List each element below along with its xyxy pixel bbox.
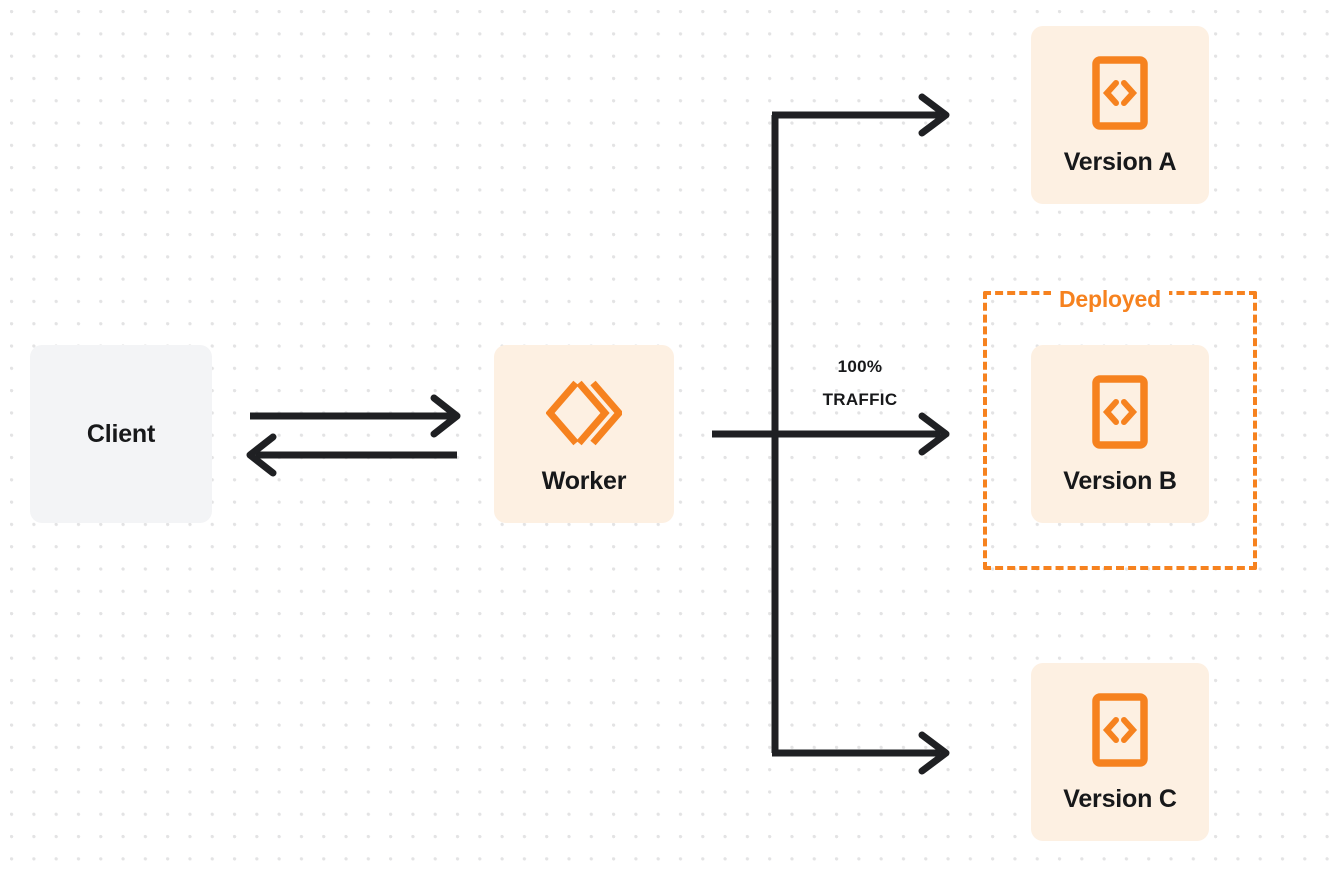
node-version-c[interactable]: Version C	[1031, 663, 1209, 841]
traffic-percent: 100%	[837, 357, 883, 376]
node-version-c-label: Version C	[1063, 784, 1177, 813]
edge-worker-to-version-c	[772, 731, 950, 775]
traffic-label: 100% TRAFFIC	[795, 350, 925, 416]
node-client-label: Client	[86, 419, 156, 448]
edge-worker-to-version-a	[772, 93, 950, 137]
traffic-caption: TRAFFIC	[822, 390, 898, 409]
edge-worker-to-client	[246, 433, 457, 477]
code-file-icon	[1092, 692, 1148, 767]
node-worker[interactable]: Worker	[494, 345, 674, 523]
deployed-group-label: Deployed	[1051, 285, 1169, 313]
node-worker-label: Worker	[541, 466, 627, 495]
node-client[interactable]: Client	[30, 345, 212, 523]
node-version-b-label: Version B	[1063, 466, 1177, 495]
node-version-a-label: Version A	[1063, 147, 1177, 176]
code-file-icon	[1092, 374, 1148, 449]
cloudflare-workers-logo-icon	[545, 375, 624, 451]
edge-worker-to-version-b	[712, 412, 950, 456]
code-file-icon	[1092, 55, 1148, 130]
node-version-a[interactable]: Version A	[1031, 26, 1209, 204]
node-version-b[interactable]: Version B	[1031, 345, 1209, 523]
edge-client-to-worker	[250, 394, 461, 438]
